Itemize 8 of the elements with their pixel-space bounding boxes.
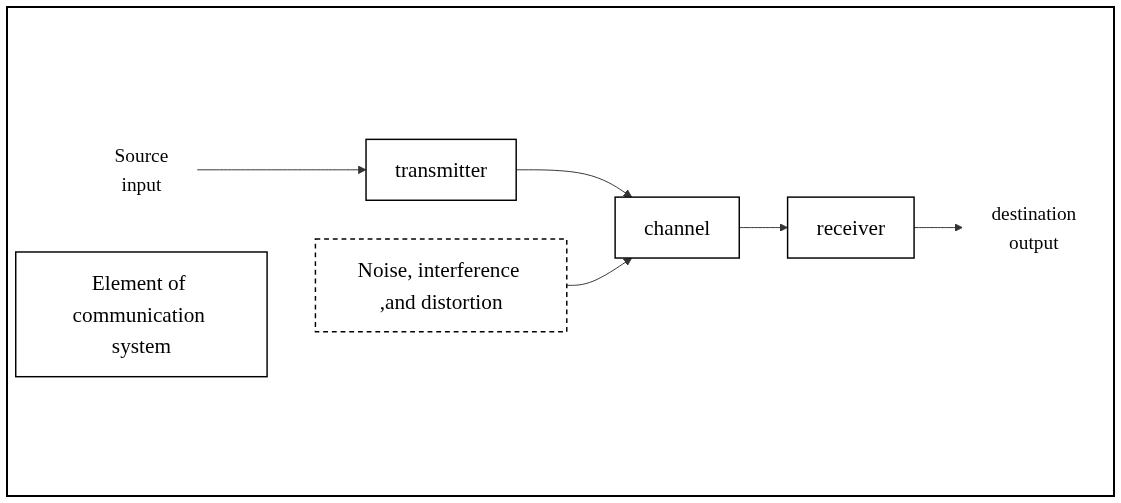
node-text: Source input: [114, 144, 169, 195]
diagram-frame: Source input transmitter channel receiver destination output Noise, interference ,and distortion Element of communication system: [6, 6, 1115, 497]
node-box: [786, 196, 915, 259]
node-box: [15, 251, 268, 378]
node-box: [314, 238, 568, 333]
node-box: [614, 196, 740, 259]
node-box: [365, 138, 517, 201]
node-text: destination output: [991, 202, 1077, 253]
